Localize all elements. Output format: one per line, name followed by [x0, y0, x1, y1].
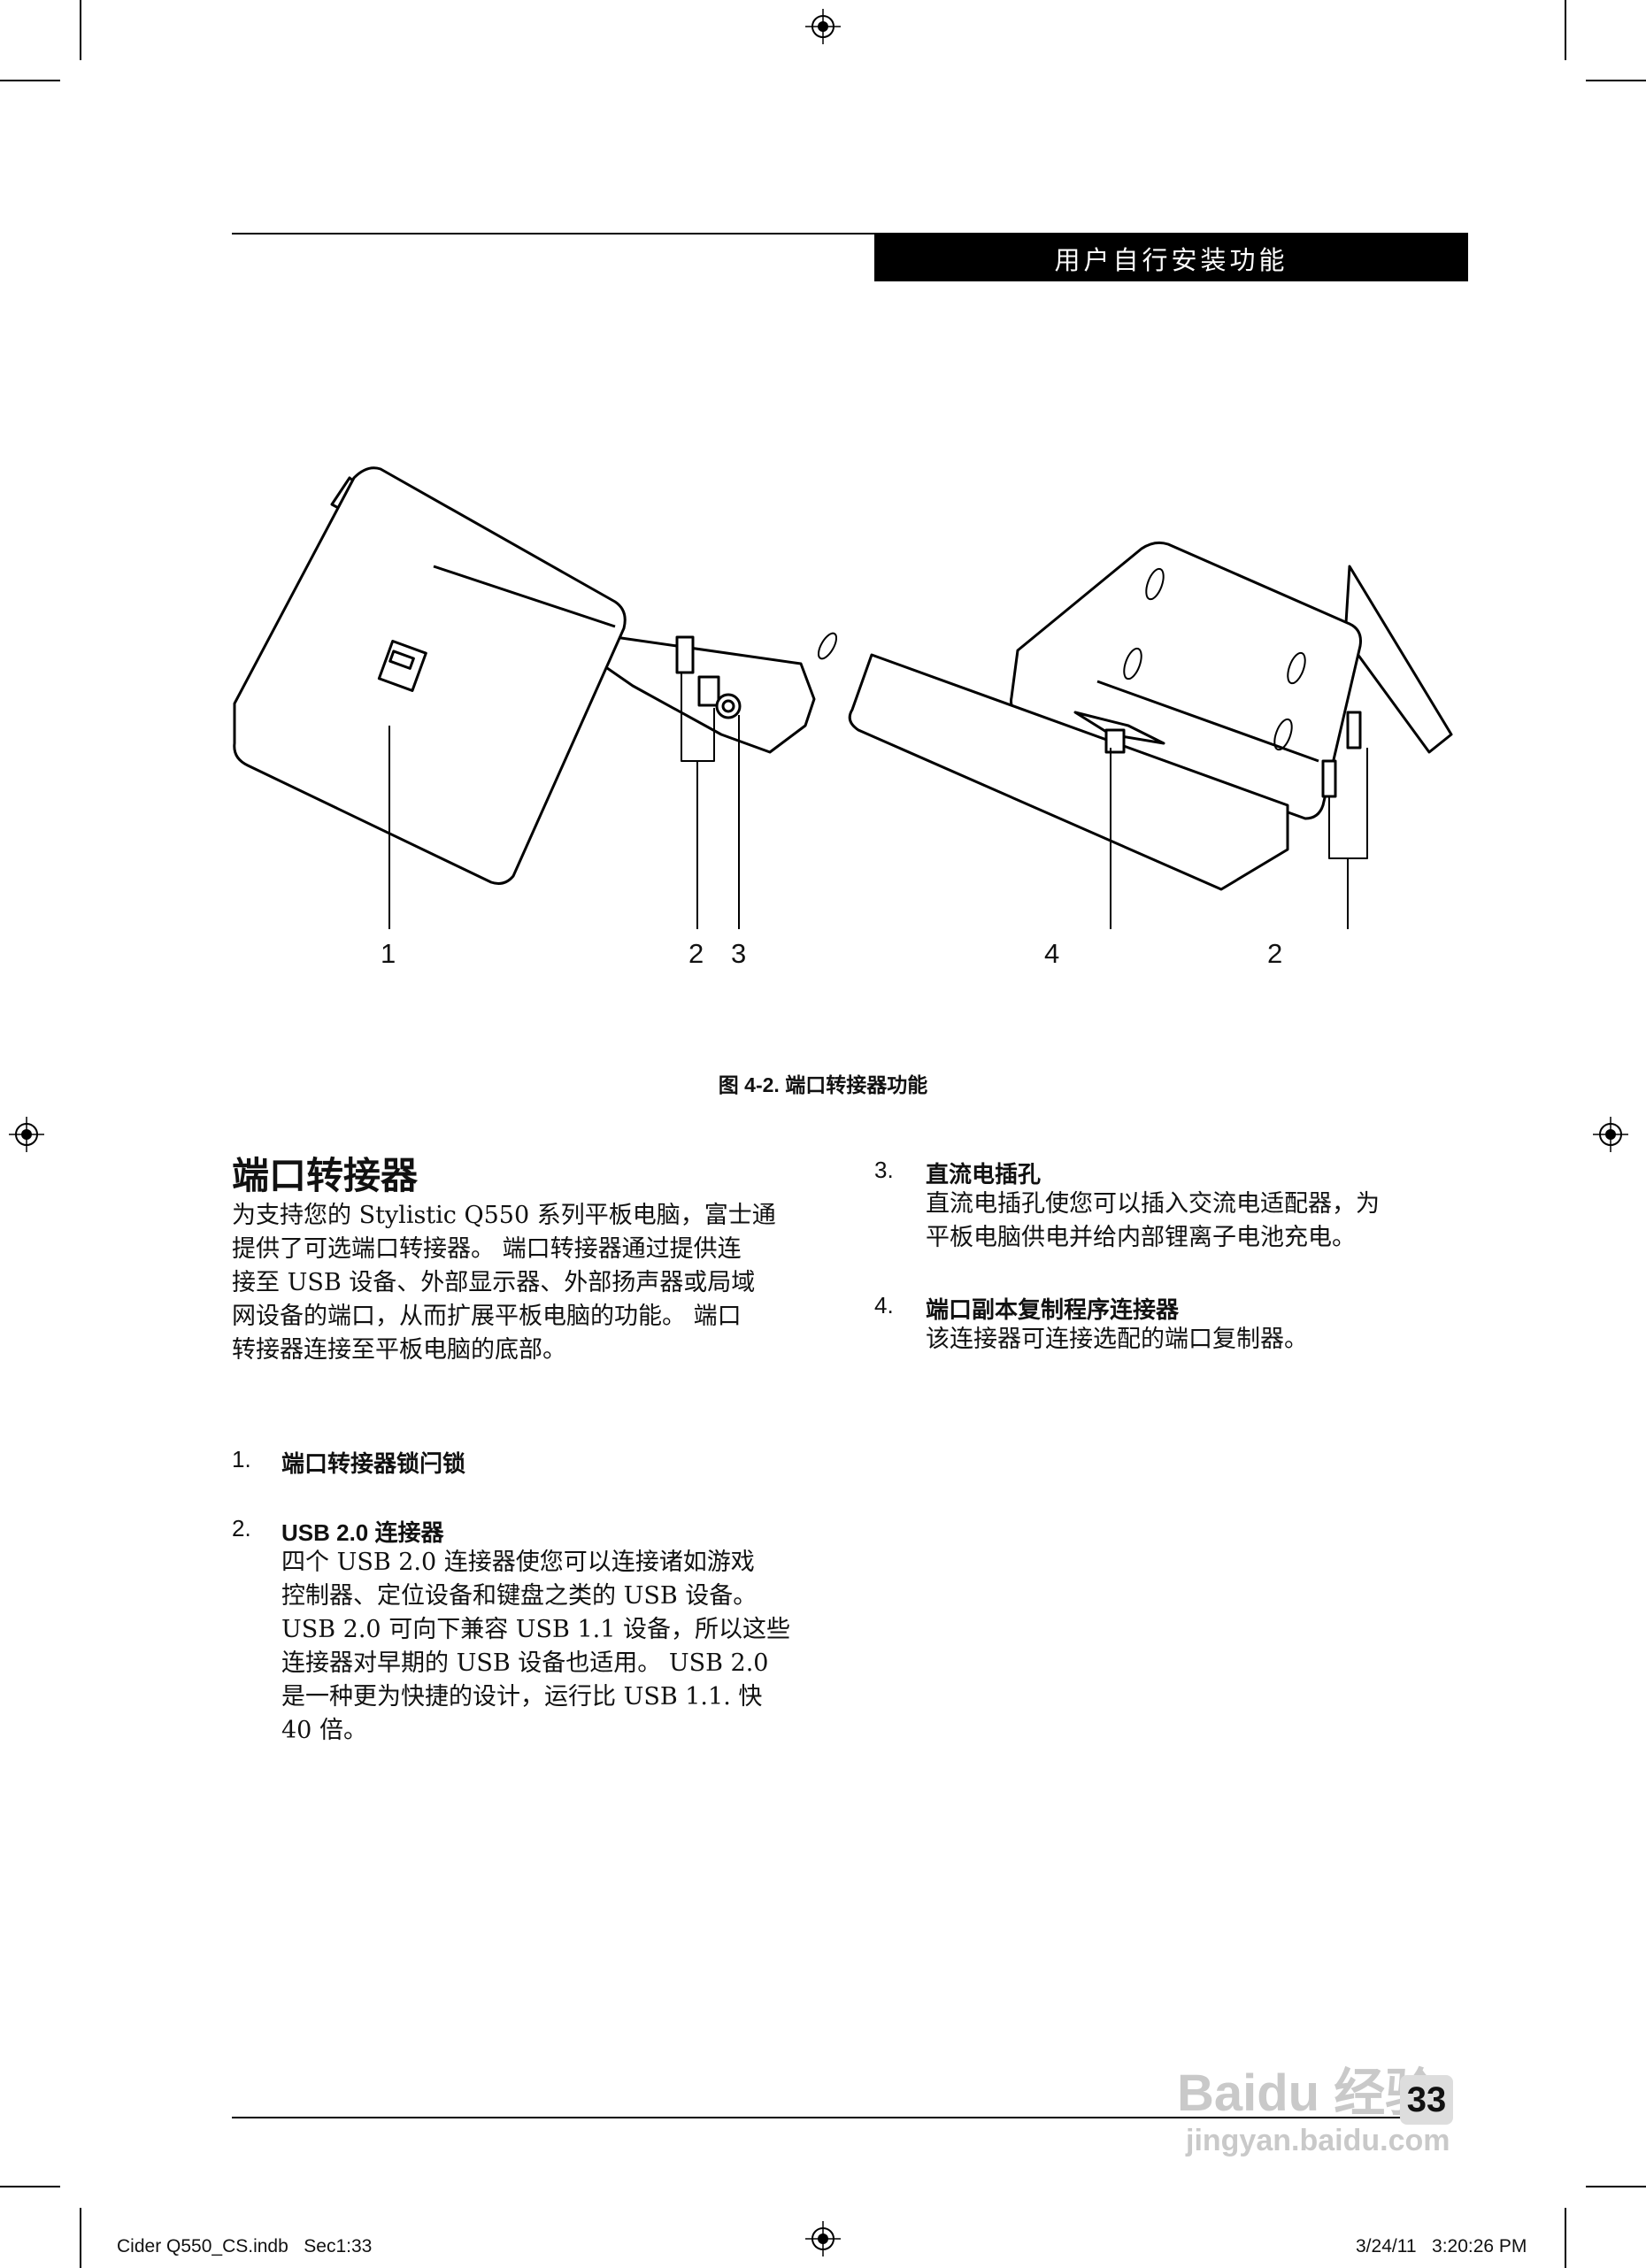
registration-mark-icon — [9, 1117, 44, 1152]
list-item-number: 2. — [232, 1515, 251, 1541]
callout-number: 2 — [688, 938, 704, 969]
body-line: 平板电脑供电并给内部锂离子电池充电。 — [926, 1224, 1356, 1251]
callout-number: 1 — [381, 938, 396, 969]
intro-line: 转接器连接至平板电脑的底部。 — [232, 1336, 566, 1364]
print-slug-file: Cider Q550_CS.indb Sec1:33 — [117, 2236, 373, 2256]
list-item-body: 该连接器可连接选配的端口复制器。 — [926, 1323, 1469, 1357]
crop-mark — [1586, 2186, 1646, 2187]
list-item-title: 端口副本复制程序连接器 — [926, 1296, 1180, 1323]
body-line: 连接器对早期的 USB 设备也适用。 USB 2.0 — [281, 1649, 769, 1677]
crop-mark — [1565, 2208, 1566, 2268]
body-line: 直流电插孔使您可以插入交流电适配器，为 — [926, 1190, 1380, 1218]
intro-line: 网设备的端口，从而扩展平板电脑的功能。 端口 — [232, 1303, 742, 1330]
crop-mark — [80, 2208, 81, 2268]
section-heading: 端口转接器 — [232, 1155, 419, 1196]
list-item-title: 端口转接器锁闩锁 — [281, 1450, 466, 1477]
crop-mark — [80, 0, 81, 60]
list-item-title: USB 2.0 连接器 — [281, 1519, 444, 1546]
list-item-number: 4. — [874, 1292, 894, 1319]
list-item-body: 四个 USB 2.0 连接器使您可以连接诸如游戏 控制器、定位设备和键盘之类的 … — [281, 1546, 825, 1748]
callout-number: 2 — [1267, 938, 1283, 969]
figure-caption: 图 4-2. 端口转接器功能 — [718, 1073, 928, 1096]
list-item-number: 1. — [232, 1446, 251, 1472]
crop-mark — [1586, 80, 1646, 81]
callout-number: 4 — [1044, 938, 1060, 969]
port-adapter-illustration — [233, 466, 1453, 929]
body-line: 控制器、定位设备和键盘之类的 USB 设备。 — [281, 1582, 758, 1610]
footer-rule — [232, 2117, 1440, 2118]
registration-mark-icon — [1593, 1117, 1628, 1152]
body-line: 四个 USB 2.0 连接器使您可以连接诸如游戏 — [281, 1549, 755, 1576]
body-line: 该连接器可连接选配的端口复制器。 — [926, 1326, 1308, 1353]
list-item-title: 直流电插孔 — [926, 1161, 1042, 1188]
registration-mark-icon — [805, 9, 841, 44]
crop-mark — [0, 80, 60, 81]
callout-number: 3 — [731, 938, 747, 969]
list-item-body: 直流电插孔使您可以插入交流电适配器，为 平板电脑供电并给内部锂离子电池充电。 — [926, 1188, 1469, 1255]
intro-line: 接至 USB 设备、外部显示器、外部扬声器或局域 — [232, 1269, 756, 1296]
body-line: 是一种更为快捷的设计，运行比 USB 1.1. 快 — [281, 1683, 763, 1711]
crop-mark — [1565, 0, 1566, 60]
list-item-number: 3. — [874, 1157, 894, 1183]
watermark-url: jingyan.baidu.com — [1186, 2124, 1450, 2157]
registration-mark-icon — [805, 2221, 841, 2256]
body-line: 40 倍。 — [281, 1717, 367, 1744]
crop-mark — [0, 2186, 60, 2187]
page-number: 33 — [1400, 2075, 1453, 2125]
body-line: USB 2.0 可向下兼容 USB 1.1 设备，所以这些 — [281, 1616, 790, 1643]
intro-paragraph: 为支持您的 Stylistic Q550 系列平板电脑，富士通 提供了可选端口转… — [232, 1199, 825, 1367]
intro-line: 提供了可选端口转接器。 端口转接器通过提供连 — [232, 1235, 742, 1263]
header-rule — [232, 233, 1468, 234]
watermark-logo: Baidu 经验 — [1177, 2064, 1437, 2122]
print-slug-timestamp: 3/24/11 3:20:26 PM — [1356, 2236, 1527, 2256]
section-title: 用户自行安装功能 — [874, 234, 1468, 281]
intro-line: 为支持您的 Stylistic Q550 系列平板电脑，富士通 — [232, 1202, 776, 1229]
